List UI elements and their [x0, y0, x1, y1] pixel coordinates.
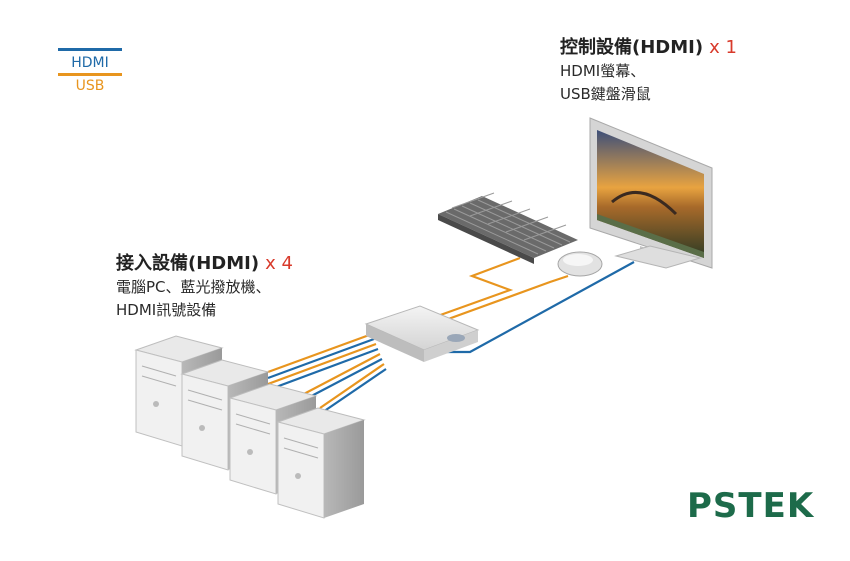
- pc-towers: [134, 335, 366, 519]
- control-device-line-2: USB鍵盤滑鼠: [560, 85, 651, 103]
- hdmi-legend-label: HDMI: [71, 55, 109, 71]
- control-device-line-1: HDMI螢幕、: [560, 62, 646, 80]
- control-device-block: 控制設備(HDMI)x 1 HDMI螢幕、 USB鍵盤滑鼠: [560, 36, 737, 106]
- usb-legend-label: USB: [75, 78, 105, 94]
- hdmi-legend-line: [58, 48, 122, 51]
- input-device-title: 接入設備(HDMI): [116, 253, 260, 274]
- control-device-heading: 控制設備(HDMI)x 1: [560, 36, 737, 60]
- pstek-logo: PSTEK: [687, 486, 815, 526]
- kvm-switch: [364, 305, 480, 362]
- pc-tower-4: [276, 407, 366, 519]
- usb-legend-line: [58, 73, 122, 76]
- input-device-heading: 接入設備(HDMI)x 4: [116, 252, 293, 276]
- control-device-count: x 1: [709, 37, 737, 58]
- keyboard: [438, 192, 578, 264]
- mouse: [557, 251, 603, 277]
- input-device-count: x 4: [265, 253, 293, 274]
- control-device-title: 控制設備(HDMI): [560, 37, 704, 58]
- monitor: [589, 117, 713, 269]
- input-device-line-2: HDMI訊號設備: [116, 301, 217, 319]
- cable-legend: HDMI USB: [58, 48, 122, 95]
- input-cables: [267, 332, 387, 415]
- input-device-block: 接入設備(HDMI)x 4 電腦PC、藍光撥放機、 HDMI訊號設備: [116, 252, 293, 322]
- input-device-line-1: 電腦PC、藍光撥放機、: [116, 278, 271, 296]
